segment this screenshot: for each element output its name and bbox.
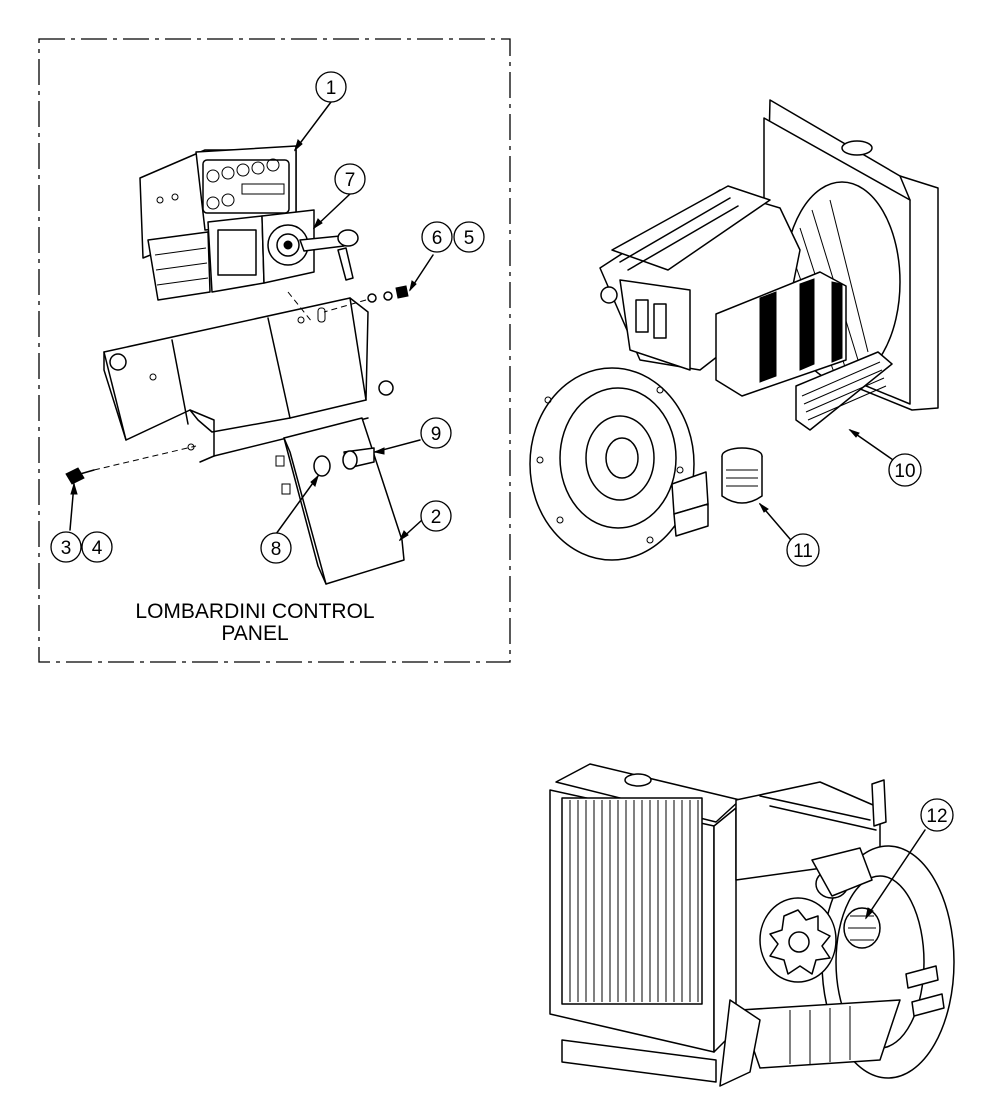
screw-hardware xyxy=(65,285,409,485)
svg-text:12: 12 xyxy=(926,806,947,827)
control-panel-frame xyxy=(38,38,511,663)
svg-text:2: 2 xyxy=(431,507,442,528)
svg-text:1: 1 xyxy=(326,78,337,99)
svg-text:7: 7 xyxy=(345,170,356,191)
svg-text:3: 3 xyxy=(61,538,72,559)
callout-3: 3 xyxy=(50,531,82,563)
callout-8: 8 xyxy=(260,532,292,564)
svg-text:6: 6 xyxy=(432,228,443,249)
callout-7: 7 xyxy=(334,163,366,195)
svg-text:4: 4 xyxy=(92,538,103,559)
callout-6: 6 xyxy=(421,221,453,253)
callout-12: 12 xyxy=(920,798,954,832)
control-panel-group: 1 7 6 5 9 2 8 3 xyxy=(38,38,511,663)
panel-caption-line-1: LOMBARDINI CONTROL xyxy=(135,600,374,623)
callout-11: 11 xyxy=(786,533,820,567)
ignition-key xyxy=(299,229,359,281)
svg-text:5: 5 xyxy=(464,228,475,249)
callout-4: 4 xyxy=(81,531,113,563)
bushing-and-pin xyxy=(313,447,375,477)
svg-text:8: 8 xyxy=(271,539,282,560)
callout-1: 1 xyxy=(315,71,347,103)
cover-plate xyxy=(275,417,405,585)
control-box xyxy=(139,145,315,301)
callout-9: 9 xyxy=(420,417,452,449)
callout-10: 10 xyxy=(888,453,922,487)
panel-caption-line-2: PANEL xyxy=(221,622,288,645)
callout-2: 2 xyxy=(420,500,452,532)
panel-leader-lines xyxy=(69,101,434,542)
svg-text:10: 10 xyxy=(894,461,915,482)
svg-text:9: 9 xyxy=(431,424,442,445)
callout-5: 5 xyxy=(453,221,485,253)
engine-rear-view: 12 xyxy=(549,763,955,1087)
svg-text:11: 11 xyxy=(793,541,813,562)
mounting-bracket xyxy=(103,297,394,463)
engine-front-view: 10 11 xyxy=(529,99,939,567)
